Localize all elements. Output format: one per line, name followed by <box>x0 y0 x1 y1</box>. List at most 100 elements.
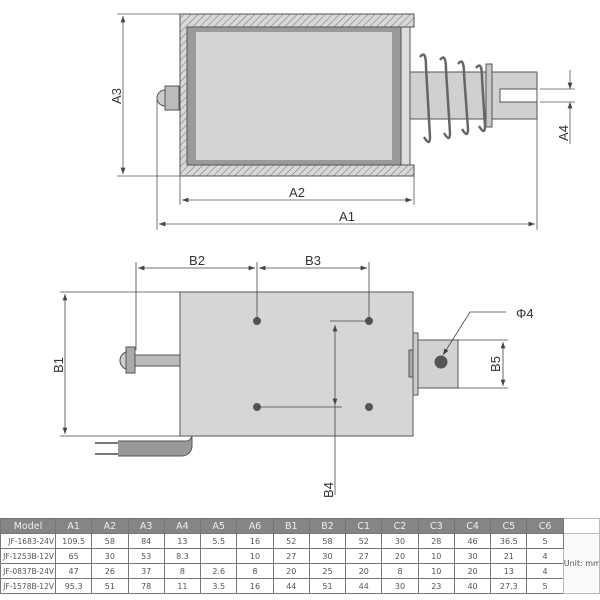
value-cell: 3.5 <box>200 578 238 594</box>
bottom-view <box>60 262 508 495</box>
value-cell: 10 <box>236 548 274 564</box>
column-header-c3: C3 <box>417 518 455 534</box>
model-cell: JF-1578B-12V <box>0 578 56 594</box>
column-header-c4: C4 <box>453 518 492 534</box>
value-cell: 28 <box>417 533 455 549</box>
value-cell: 2.6 <box>200 563 238 579</box>
value-cell: 30 <box>381 578 419 594</box>
value-cell: 27 <box>345 548 383 564</box>
mounting-holes <box>253 317 373 411</box>
housing <box>179 13 415 177</box>
column-header-c5: C5 <box>490 518 528 534</box>
value-cell: 30 <box>308 548 347 564</box>
dim-label-b3: B3 <box>305 253 321 268</box>
value-cell: 44 <box>272 578 310 594</box>
value-cell: 65 <box>54 548 93 564</box>
value-cell: 5 <box>526 578 564 594</box>
unit-label: Unit: mm <box>562 533 600 594</box>
value-cell: 36.5 <box>490 533 528 549</box>
value-cell: 5.5 <box>200 533 238 549</box>
value-cell: 95.3 <box>54 578 93 594</box>
value-cell: 4 <box>526 563 564 579</box>
value-cell: 37 <box>127 563 165 579</box>
value-cell: 13 <box>163 533 202 549</box>
mounting-hole-phi4 <box>434 355 448 369</box>
column-header-unit <box>562 518 600 534</box>
value-cell: 16 <box>236 578 274 594</box>
column-header-a6: A6 <box>236 518 274 534</box>
dim-label-a1: A1 <box>339 209 355 224</box>
value-cell: 52 <box>272 533 310 549</box>
value-cell: 78 <box>127 578 165 594</box>
dim-label-a4: A4 <box>556 125 571 141</box>
value-cell: 51 <box>308 578 347 594</box>
value-cell: 30 <box>381 533 419 549</box>
value-cell <box>200 548 238 564</box>
value-cell: 58 <box>308 533 347 549</box>
value-cell: 8.3 <box>163 548 202 564</box>
model-cell: JF-1253B-12V <box>0 548 56 564</box>
value-cell: 25 <box>308 563 347 579</box>
terminal-bolt <box>119 346 181 374</box>
value-cell: 16 <box>236 533 274 549</box>
value-cell: 8 <box>163 563 202 579</box>
column-header-a5: A5 <box>200 518 238 534</box>
value-cell: 26 <box>91 563 129 579</box>
value-cell: 84 <box>127 533 165 549</box>
model-cell: JF-1683-24V <box>0 533 56 549</box>
value-cell: 5 <box>526 533 564 549</box>
dim-label-phi4: Φ4 <box>516 306 534 321</box>
column-header-a2: A2 <box>91 518 129 534</box>
value-cell: 11 <box>163 578 202 594</box>
column-header-b1: B1 <box>272 518 310 534</box>
value-cell: 46 <box>453 533 492 549</box>
value-cell: 20 <box>345 563 383 579</box>
dim-label-b4: B4 <box>321 482 336 498</box>
value-cell: 10 <box>417 548 455 564</box>
value-cell: 23 <box>417 578 455 594</box>
value-cell: 30 <box>91 548 129 564</box>
plunger <box>409 63 538 128</box>
body <box>179 291 414 437</box>
dim-label-b2: B2 <box>189 253 205 268</box>
value-cell: 8 <box>236 563 274 579</box>
value-cell: 20 <box>381 548 419 564</box>
column-header-a1: A1 <box>54 518 93 534</box>
column-header-b2: B2 <box>308 518 347 534</box>
value-cell: 109.5 <box>54 533 93 549</box>
solenoid-drawing: A3 A2 A1 A4 <box>51 13 575 498</box>
value-cell: 20 <box>453 563 492 579</box>
value-cell: 13 <box>490 563 528 579</box>
value-cell: 20 <box>272 563 310 579</box>
end-nut <box>156 85 180 111</box>
value-cell: 40 <box>453 578 492 594</box>
value-cell: 58 <box>91 533 129 549</box>
value-cell: 27 <box>272 548 310 564</box>
value-cell: 47 <box>54 563 93 579</box>
dim-label-b5: B5 <box>488 356 503 372</box>
lead-wires <box>95 435 193 457</box>
model-cell: JF-0837B-24V <box>0 563 56 579</box>
column-header-a4: A4 <box>163 518 202 534</box>
spring <box>419 53 487 144</box>
value-cell: 10 <box>417 563 455 579</box>
value-cell: 4 <box>526 548 564 564</box>
column-header-model: Model <box>0 518 56 534</box>
column-header-c2: C2 <box>381 518 419 534</box>
value-cell: 21 <box>490 548 528 564</box>
value-cell: 53 <box>127 548 165 564</box>
value-cell: 44 <box>345 578 383 594</box>
value-cell: 8 <box>381 563 419 579</box>
value-cell: 52 <box>345 533 383 549</box>
column-header-a3: A3 <box>127 518 165 534</box>
top-view <box>117 13 575 230</box>
dim-label-a3: A3 <box>109 88 124 104</box>
value-cell: 30 <box>453 548 492 564</box>
column-header-c1: C1 <box>345 518 383 534</box>
